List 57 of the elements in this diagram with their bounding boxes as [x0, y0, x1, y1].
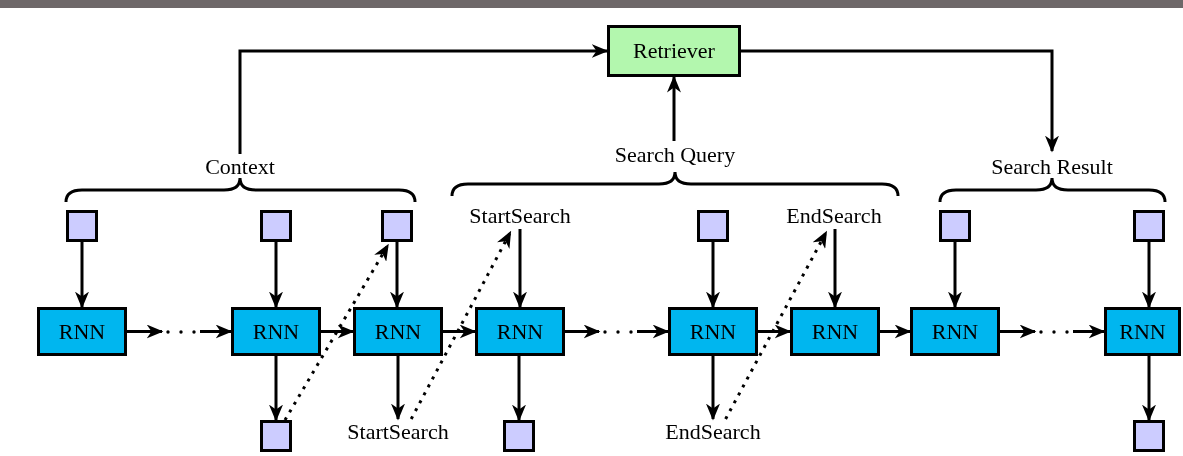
arrow: [828, 229, 842, 309]
group-label: Search Result: [972, 154, 1132, 180]
arrow: [565, 324, 601, 339]
arrow: [75, 242, 89, 309]
arrow: [391, 356, 405, 421]
arrow: [1000, 324, 1037, 339]
dotted-arrow: [409, 230, 512, 420]
arrow: [200, 324, 233, 339]
dotted-arrow: [283, 243, 390, 421]
token-label: StartSearch: [452, 203, 588, 229]
group-label: Context: [192, 154, 288, 180]
rnn-box: RNN: [231, 307, 321, 356]
arrow: [513, 229, 527, 309]
arrow: [269, 356, 283, 422]
token-square: [66, 210, 98, 242]
rnn-box: RNN: [353, 307, 443, 356]
token-label: EndSearch: [770, 203, 898, 229]
rnn-box: RNN: [37, 307, 127, 356]
arrow: [127, 324, 164, 339]
arrow: [706, 356, 720, 421]
token-square: [1133, 210, 1165, 242]
rnn-box: RNN: [668, 307, 758, 356]
arrow: [238, 44, 609, 154]
group-label: Search Query: [594, 141, 756, 168]
token-square: [503, 420, 535, 452]
token-square: [697, 210, 729, 242]
ellipsis-dots: [603, 329, 633, 334]
arrow: [741, 49, 1059, 153]
token-label: StartSearch: [332, 419, 464, 445]
ellipsis-dots: [1039, 329, 1069, 334]
rnn-box: RNN: [790, 307, 880, 356]
token-square: [1133, 420, 1165, 452]
dotted-arrow: [724, 230, 828, 420]
token-square: [260, 210, 292, 242]
token-square: [939, 210, 971, 242]
arrow: [1073, 324, 1106, 339]
arrow: [321, 324, 355, 339]
token-square: [260, 420, 292, 452]
arrow: [758, 324, 792, 339]
arrow: [637, 324, 670, 339]
arrow: [706, 242, 720, 309]
rnn-box: RNN: [910, 307, 1000, 356]
arrow: [1142, 356, 1156, 422]
arrow: [948, 242, 962, 309]
token-square: [381, 210, 413, 242]
arrow: [390, 242, 404, 309]
rnn-box: RNN: [475, 307, 565, 356]
retriever-box: Retriever: [607, 25, 741, 77]
arrow: [269, 242, 283, 309]
ellipsis-dots: [166, 329, 196, 334]
arrow: [512, 356, 526, 422]
arrow: [667, 75, 681, 141]
arrow: [443, 324, 477, 339]
arrow: [1142, 242, 1156, 309]
token-label: EndSearch: [650, 419, 776, 445]
rnn-box: RNN: [1104, 307, 1181, 356]
arrow: [880, 324, 912, 339]
